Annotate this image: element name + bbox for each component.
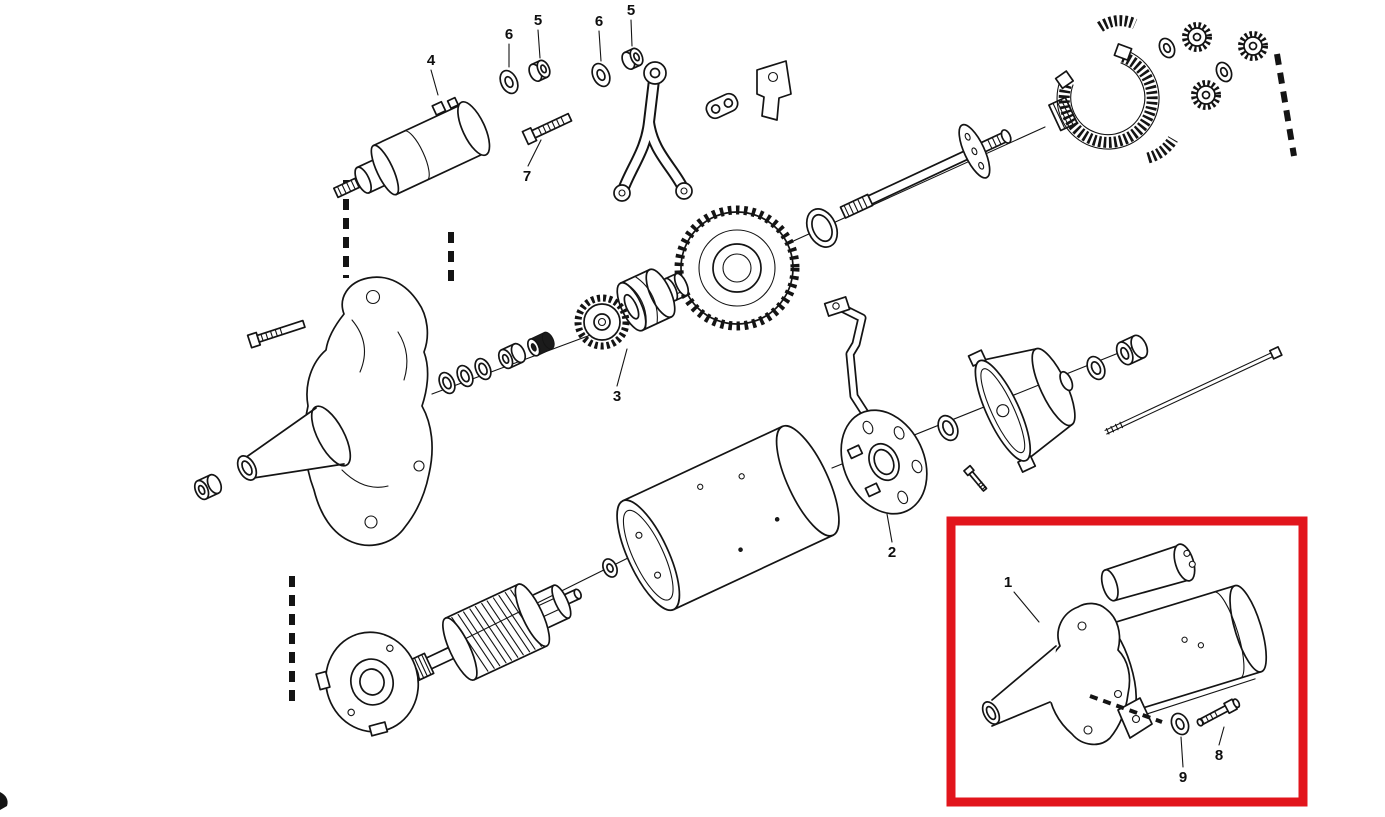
planet-gear-a [1182,22,1212,52]
link-pin [705,92,739,120]
small-screw [963,464,988,492]
part-label-6a: 6 [504,26,514,43]
pinion-gear-assembly [574,268,690,350]
part-label-8: 8 [1214,747,1224,764]
scan-artifact-mark [0,792,8,810]
assembled-starter [981,543,1268,746]
end-plate [315,631,420,737]
part-label-1: 1 [1003,574,1013,591]
washer-trio [438,357,492,395]
drive-end-housing [236,276,433,547]
brush-plate [840,409,928,515]
motor-yoke [616,424,840,612]
dashed-guide-box [1089,694,1163,724]
drive-shaft [839,123,1012,219]
bushing-left [193,473,223,501]
rear-end-housing [967,347,1076,473]
shim-washer-b [1215,61,1233,83]
bolt-8 [1196,698,1241,727]
part-label-7: 7 [522,168,532,185]
part-label-9: 9 [1178,769,1188,786]
bushing-right [1115,334,1149,366]
part-label-5a: 5 [533,12,543,29]
spacer-sleeve [497,342,527,370]
leader-lines [430,19,1225,768]
planet-gear-c [1191,80,1221,110]
washer-9 [1170,712,1190,736]
part-label-4: 4 [426,52,436,69]
mounting-bolt [246,319,306,349]
nut-5b [621,47,644,71]
part-label-2: 2 [887,544,897,561]
spacer-dark [526,331,555,357]
part-label-3: 3 [612,388,622,405]
planet-gear-b [1238,31,1268,61]
part-label-6b: 6 [594,13,604,30]
nut-5a [528,59,551,83]
bolt-7 [521,112,573,146]
ring-gear-band [1054,15,1178,164]
bracket-clip [756,60,792,121]
solenoid-assembly [332,96,491,199]
shift-fork [613,61,693,202]
part-label-5b: 5 [626,2,636,19]
dashed-axis-marks [289,53,1297,706]
washer-6b [591,62,611,88]
armature [405,583,582,682]
o-ring [805,208,839,248]
clutch-housing [674,205,800,331]
washer-small [602,558,618,578]
washer-6a [499,69,519,95]
highlight-box [946,516,1308,807]
shim-washer-a [1158,37,1176,59]
washer-right [1086,355,1106,381]
retaining-ring [937,414,959,442]
through-bolt [1104,346,1283,435]
